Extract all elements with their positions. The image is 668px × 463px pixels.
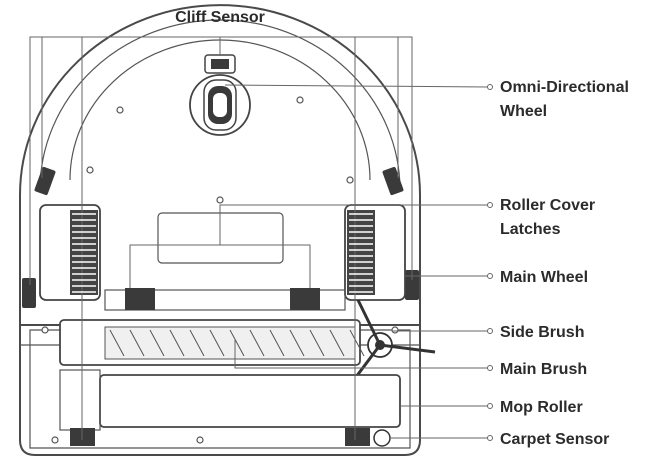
label-omni-wheel-line1: Omni-Directional — [500, 79, 629, 96]
cliff-sensor-side-right — [405, 270, 419, 300]
main-wheel-right — [344, 204, 406, 301]
brush-bristle-row — [209, 329, 225, 357]
cliff-sensor-right — [382, 166, 404, 196]
brush-bristle-row — [269, 329, 285, 357]
brush-bristle-row — [329, 329, 345, 357]
label-roller-latches-line2: Latches — [500, 221, 561, 238]
label-side-brush: Side Brush — [500, 324, 584, 341]
omni-directional-wheel — [189, 74, 251, 136]
brush-bristle-row — [109, 329, 125, 357]
brush-bristle-row — [249, 329, 265, 357]
label-main-brush: Main Brush — [500, 361, 587, 378]
brush-bristle-row — [289, 329, 305, 357]
mop-roller — [59, 369, 401, 431]
main-wheel-left — [39, 204, 101, 301]
brush-bristle-row — [309, 329, 325, 357]
label-main-wheel: Main Wheel — [500, 269, 588, 286]
label-omni-wheel-line2: Wheel — [500, 103, 547, 120]
label-carpet-sensor: Carpet Sensor — [500, 431, 609, 448]
brush-bristle-row — [149, 329, 165, 357]
leader-lines — [29, 36, 493, 441]
brush-bristle-row — [349, 329, 365, 357]
label-mop-roller: Mop Roller — [500, 399, 583, 416]
brush-bristle-row — [129, 329, 145, 357]
brush-bristle-row — [229, 329, 245, 357]
brush-bristle-row — [189, 329, 205, 357]
label-cliff-sensor: Cliff Sensor — [175, 9, 265, 26]
cliff-sensor-side-left — [22, 278, 36, 308]
cliff-sensor-front — [204, 54, 236, 74]
label-roller-latches-line1: Roller Cover — [500, 197, 595, 214]
roller-cover — [104, 212, 346, 311]
main-brush — [59, 319, 365, 366]
cliff-sensor-left — [34, 166, 56, 196]
brush-bristle-row — [169, 329, 185, 357]
